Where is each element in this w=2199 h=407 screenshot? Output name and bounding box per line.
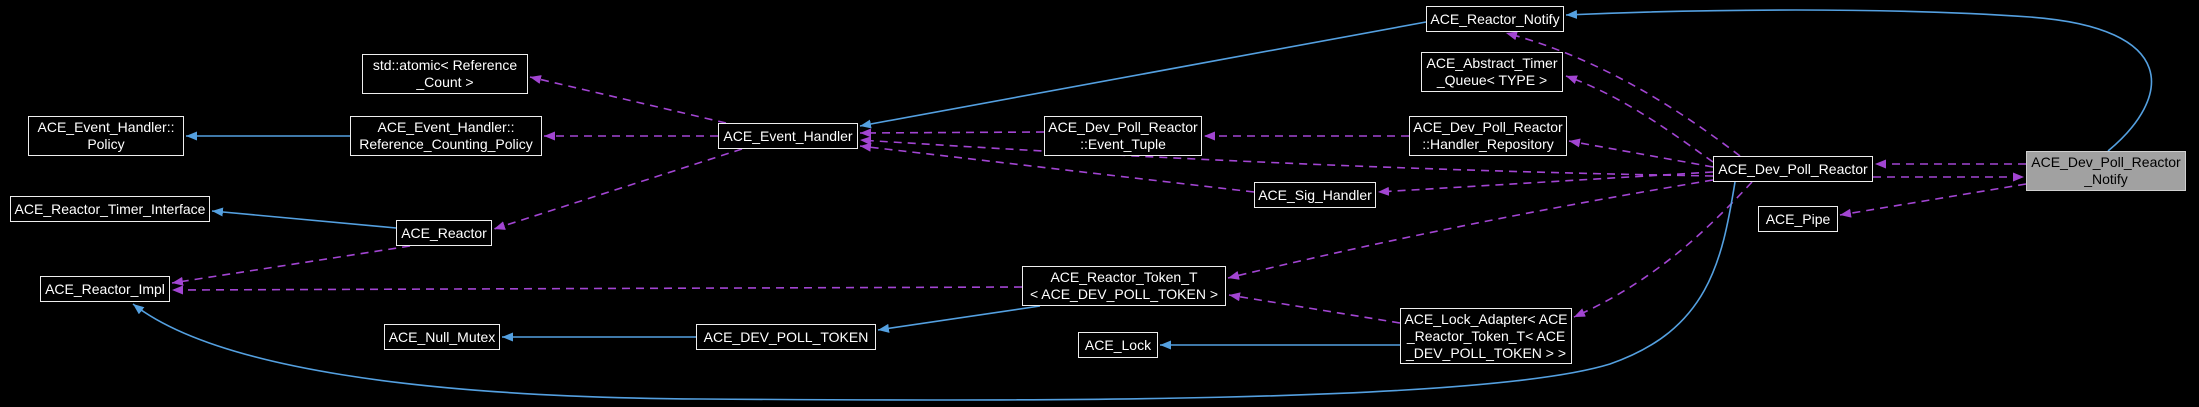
node-label: ACE_Event_Handler xyxy=(723,127,853,144)
node-ace-reactor-impl[interactable]: ACE_Reactor_Impl xyxy=(40,276,170,302)
node-label: ::Handler_Repository xyxy=(1422,136,1554,152)
node-ace-dev-poll-reactor-notify[interactable]: ACE_Dev_Poll_Reactor _Notify xyxy=(2026,151,2186,191)
node-ace-dev-poll-token[interactable]: ACE_DEV_POLL_TOKEN xyxy=(696,324,876,350)
node-ace-reactor-token-t[interactable]: ACE_Reactor_Token_T < ACE_DEV_POLL_TOKEN… xyxy=(1022,266,1226,306)
node-label: Policy xyxy=(87,136,125,152)
node-label: _Queue< TYPE > xyxy=(1436,72,1548,88)
node-label: std::atomic< Reference xyxy=(372,57,518,73)
node-label: ACE_Null_Mutex xyxy=(388,328,496,345)
node-label: ACE_Dev_Poll_Reactor xyxy=(1048,119,1198,135)
node-ace-lock-adapter[interactable]: ACE_Lock_Adapter< ACE _Reactor_Token_T< … xyxy=(1400,308,1572,364)
edge-reactor-to-reactor-impl xyxy=(171,245,411,286)
edge-dev-poll-reactor-to-event-handler xyxy=(859,136,1714,177)
node-ace-dev-poll-reactor-handler-repository[interactable]: ACE_Dev_Poll_Reactor ::Handler_Repositor… xyxy=(1409,116,1567,156)
node-label: ACE_Lock_Adapter< ACE xyxy=(1404,310,1568,327)
node-ace-dev-poll-reactor[interactable]: ACE_Dev_Poll_Reactor xyxy=(1713,156,1873,182)
node-std-atomic-reference-count[interactable]: std::atomic< Reference _Count > xyxy=(362,54,528,94)
edge-event-handler-to-reactor xyxy=(493,148,743,230)
edge-dev-poll-reactor-to-handler-repository xyxy=(1568,138,1714,168)
node-label: ACE_Pipe xyxy=(1765,210,1831,227)
node-label: ACE_Abstract_Timer xyxy=(1426,55,1558,71)
edge-reactor-token-t-to-reactor-impl xyxy=(171,285,1023,295)
node-ace-event-handler-reference-counting-policy[interactable]: ACE_Event_Handler:: Reference_Counting_P… xyxy=(350,116,542,156)
node-ace-lock[interactable]: ACE_Lock xyxy=(1078,332,1158,358)
edge-dev-poll-reactor-notify-to-reactor-notify xyxy=(1565,9,2153,152)
node-label: ACE_Dev_Poll_Reactor xyxy=(1718,160,1868,177)
node-label: ACE_DEV_POLL_TOKEN xyxy=(703,328,869,345)
node-label: ::Event_Tuple xyxy=(1080,136,1166,152)
node-label: ACE_Sig_Handler xyxy=(1258,186,1372,203)
node-ace-null-mutex[interactable]: ACE_Null_Mutex xyxy=(384,324,500,350)
node-label: ACE_Reactor_Notify xyxy=(1430,10,1560,27)
node-label: ACE_Reactor_Impl xyxy=(45,280,165,297)
node-ace-dev-poll-reactor-event-tuple[interactable]: ACE_Dev_Poll_Reactor ::Event_Tuple xyxy=(1044,116,1202,156)
edge-dev-poll-reactor-to-sig-handler xyxy=(1377,171,1714,196)
node-ace-reactor-timer-interface[interactable]: ACE_Reactor_Timer_Interface xyxy=(10,196,210,222)
node-label: ACE_Reactor xyxy=(401,224,487,241)
edge-dev-poll-reactor-to-lock-adapter xyxy=(1573,181,1753,318)
edge-dev-poll-reactor-notify-to-pipe xyxy=(1839,183,2027,218)
edge-reactor-token-t-to-dev-poll-token xyxy=(877,305,1041,333)
edge-dev-poll-reactor-to-reactor-notify xyxy=(1505,31,1741,157)
node-label: ACE_Dev_Poll_Reactor xyxy=(1413,119,1563,135)
edge-reactor-to-reactor-timer-interface xyxy=(211,207,397,229)
edge-sig-handler-to-event-handler xyxy=(859,142,1255,193)
node-label: Reference_Counting_Policy xyxy=(359,136,533,152)
edge-dev-poll-reactor-to-abstract-timer-queue xyxy=(1565,75,1714,163)
edge-dev-poll-reactor-to-reactor-token-t xyxy=(1227,179,1714,280)
node-ace-event-handler-policy[interactable]: ACE_Event_Handler:: Policy xyxy=(28,116,184,156)
edge-dev-poll-reactor-to-reactor-impl xyxy=(132,181,1736,401)
node-label: ACE_Reactor_Token_T xyxy=(1050,269,1198,285)
node-label: _Notify xyxy=(2084,171,2128,187)
edge-event-tuple-to-event-handler xyxy=(859,128,1045,138)
node-label: ACE_Dev_Poll_Reactor xyxy=(2031,154,2181,170)
node-ace-pipe[interactable]: ACE_Pipe xyxy=(1758,206,1838,232)
edge-lock-adapter-to-reactor-token-t xyxy=(1228,292,1401,324)
node-ace-abstract-timer-queue[interactable]: ACE_Abstract_Timer _Queue< TYPE > xyxy=(1421,52,1563,92)
node-ace-reactor-notify[interactable]: ACE_Reactor_Notify xyxy=(1426,6,1564,32)
node-label: ACE_Lock xyxy=(1084,336,1152,353)
node-ace-reactor[interactable]: ACE_Reactor xyxy=(396,220,492,246)
node-label: ACE_Event_Handler:: xyxy=(377,119,515,135)
edge-reactor-notify-to-event-handler xyxy=(859,21,1427,129)
node-label: _Count > xyxy=(416,74,474,90)
node-label: ACE_Reactor_Timer_Interface xyxy=(14,200,206,217)
node-label: ACE_Event_Handler:: xyxy=(37,119,175,135)
node-ace-sig-handler[interactable]: ACE_Sig_Handler xyxy=(1254,182,1376,208)
node-label: < ACE_DEV_POLL_TOKEN > xyxy=(1029,286,1219,302)
node-label: _Reactor_Token_T< ACE xyxy=(1406,327,1566,344)
node-ace-event-handler[interactable]: ACE_Event_Handler xyxy=(718,123,858,149)
edge-event-handler-to-std-atomic xyxy=(529,75,727,124)
node-label: _DEV_POLL_TOKEN > > xyxy=(1405,344,1567,361)
